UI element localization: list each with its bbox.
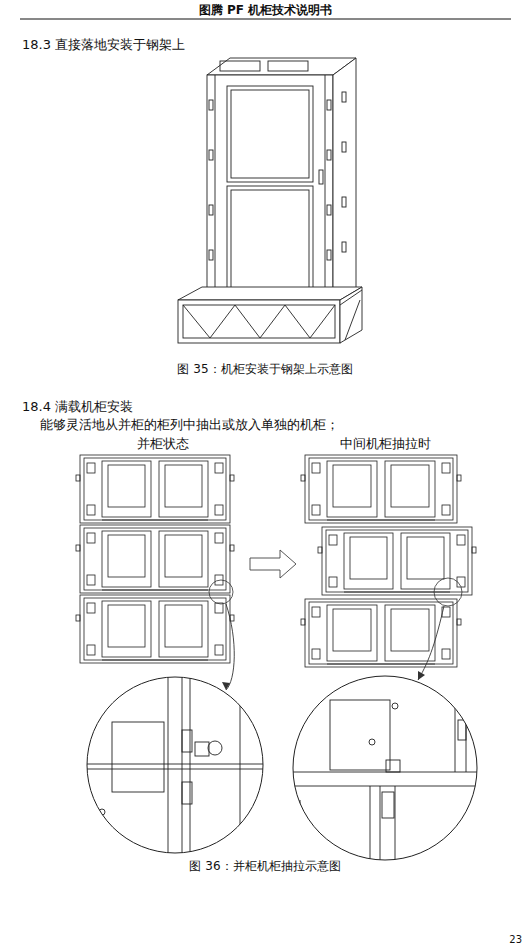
cabinet-on-frame	[178, 58, 362, 343]
top-view-cabinets	[76, 455, 476, 667]
leader-line	[418, 606, 444, 680]
body-text: 能够灵活地从并柜的柜列中抽出或放入单独的机柜；	[40, 416, 339, 434]
leader-arrow	[418, 671, 425, 680]
section-heading: 18.3 直接落地安装于钢架上	[22, 36, 185, 54]
leader-line	[226, 604, 234, 690]
detail-frame	[87, 677, 263, 853]
figure-caption: 图 36：并柜机柜抽拉示意图	[189, 858, 340, 875]
page-number: 23	[509, 934, 522, 945]
detail-circle	[209, 580, 233, 604]
detail-frame	[293, 676, 477, 860]
figure-caption: 图 35：机柜安装于钢架上示意图	[177, 361, 352, 378]
leader-arrow	[222, 682, 230, 690]
direction-arrow	[250, 550, 296, 578]
section-heading: 18.4 满载机柜安装	[22, 398, 133, 416]
detail-right	[290, 676, 480, 870]
header-rule	[20, 19, 511, 20]
page-header: 图腾 PF 机柜技术说明书	[0, 2, 531, 19]
view-label: 并柜状态	[137, 435, 189, 453]
detail-left	[80, 670, 270, 860]
view-label: 中间机柜抽拉时	[340, 435, 431, 453]
detail-circle	[434, 578, 462, 606]
